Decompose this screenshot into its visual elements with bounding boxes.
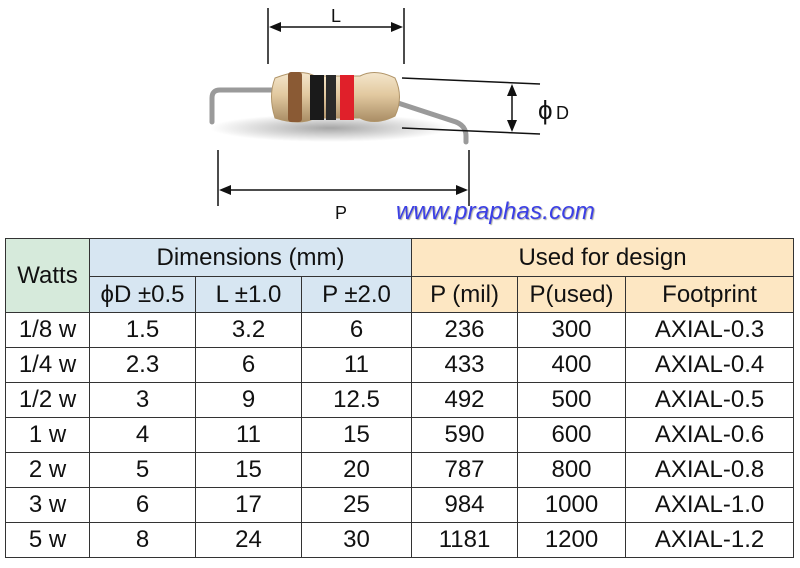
- cell-diameter: 1.5: [89, 312, 196, 348]
- col-header-pitch: P ±2.0: [300, 276, 413, 313]
- cell-watts: 1/2 w: [5, 382, 90, 418]
- cell-footprint: AXIAL-0.5: [625, 382, 795, 418]
- band-black: [310, 75, 324, 120]
- cell-pitch-used: 400: [517, 347, 627, 383]
- cell-pitch: 25: [300, 487, 413, 523]
- cell-pitch-used: 1200: [517, 522, 627, 558]
- cell-pitch: 30: [300, 522, 413, 558]
- cell-pitch-mil: 492: [411, 382, 519, 418]
- cell-footprint: AXIAL-0.3: [625, 312, 795, 348]
- cell-length: 3.2: [195, 312, 302, 348]
- cell-diameter: 5: [89, 452, 196, 488]
- cell-length: 24: [195, 522, 302, 558]
- cell-length: 6: [195, 347, 302, 383]
- resistor-lead-right: [395, 100, 469, 145]
- cell-watts: 5 w: [5, 522, 90, 558]
- cell-diameter: 6: [89, 487, 196, 523]
- cell-pitch: 20: [300, 452, 413, 488]
- cell-pitch: 6: [300, 312, 413, 348]
- dimension-p-arrow-left: [219, 185, 231, 195]
- dimension-l-label: L: [331, 6, 341, 26]
- col-header-pitch-mil: P (mil): [411, 276, 519, 313]
- cell-footprint: AXIAL-0.8: [625, 452, 795, 488]
- cell-pitch-mil: 984: [411, 487, 519, 523]
- cell-pitch-mil: 787: [411, 452, 519, 488]
- resistor-shadow: [210, 114, 450, 142]
- dimension-l-arrow-left: [269, 22, 281, 32]
- cell-length: 17: [195, 487, 302, 523]
- dimension-d-top-line: [401, 77, 541, 85]
- dimension-p-label: P: [335, 203, 347, 223]
- dimension-d-phi: ϕ: [538, 95, 553, 125]
- resistor-dimension-diagram: L ϕ D P: [209, 6, 569, 223]
- dimensions-header: Dimensions (mm): [88, 238, 413, 277]
- cell-diameter: 3: [89, 382, 196, 418]
- cell-watts: 2 w: [5, 452, 90, 488]
- dimension-d-arrow-top: [507, 84, 517, 96]
- cell-pitch-mil: 1181: [411, 522, 519, 558]
- cell-pitch-mil: 590: [411, 417, 519, 453]
- col-header-footprint: Footprint: [625, 276, 795, 313]
- col-header-length: L ±1.0: [195, 276, 302, 313]
- dimension-d-arrow-bottom: [507, 120, 517, 132]
- band-black-2: [326, 75, 336, 120]
- cell-length: 11: [195, 417, 302, 453]
- cell-length: 15: [195, 452, 302, 488]
- cell-length: 9: [195, 382, 302, 418]
- col-header-diameter: ϕD ±0.5: [89, 276, 196, 313]
- resistor-lead-left: [209, 87, 275, 125]
- cell-footprint: AXIAL-0.6: [625, 417, 795, 453]
- cell-footprint: AXIAL-1.2: [625, 522, 795, 558]
- cell-diameter: 8: [89, 522, 196, 558]
- dimension-l-arrow-right: [391, 22, 403, 32]
- design-header: Used for design: [411, 238, 795, 277]
- cell-pitch-used: 800: [517, 452, 627, 488]
- watermark-text: www.praphas.com: [396, 198, 596, 225]
- band-brown: [288, 72, 302, 122]
- cell-pitch-used: 600: [517, 417, 627, 453]
- cell-pitch-used: 500: [517, 382, 627, 418]
- cell-pitch-mil: 236: [411, 312, 519, 348]
- col-header-pitch-used: P(used): [517, 276, 627, 313]
- cell-pitch-used: 300: [517, 312, 627, 348]
- cell-diameter: 4: [89, 417, 196, 453]
- dimension-d-label: D: [556, 103, 569, 123]
- resistor-size-table: Watts Dimensions (mm) Used for design ϕD…: [5, 238, 795, 558]
- band-red: [340, 75, 354, 120]
- cell-pitch: 15: [300, 417, 413, 453]
- cell-pitch: 11: [300, 347, 413, 383]
- cell-watts: 3 w: [5, 487, 90, 523]
- cell-footprint: AXIAL-0.4: [625, 347, 795, 383]
- dimension-p-arrow-right: [456, 185, 468, 195]
- dimension-d-bottom-line: [401, 127, 541, 135]
- cell-diameter: 2.3: [89, 347, 196, 383]
- cell-footprint: AXIAL-1.0: [625, 487, 795, 523]
- watts-header: Watts: [5, 238, 90, 313]
- cell-pitch-used: 1000: [517, 487, 627, 523]
- cell-watts: 1/4 w: [5, 347, 90, 383]
- cell-watts: 1 w: [5, 417, 90, 453]
- cell-watts: 1/8 w: [5, 312, 90, 348]
- cell-pitch-mil: 433: [411, 347, 519, 383]
- cell-pitch: 12.5: [300, 382, 413, 418]
